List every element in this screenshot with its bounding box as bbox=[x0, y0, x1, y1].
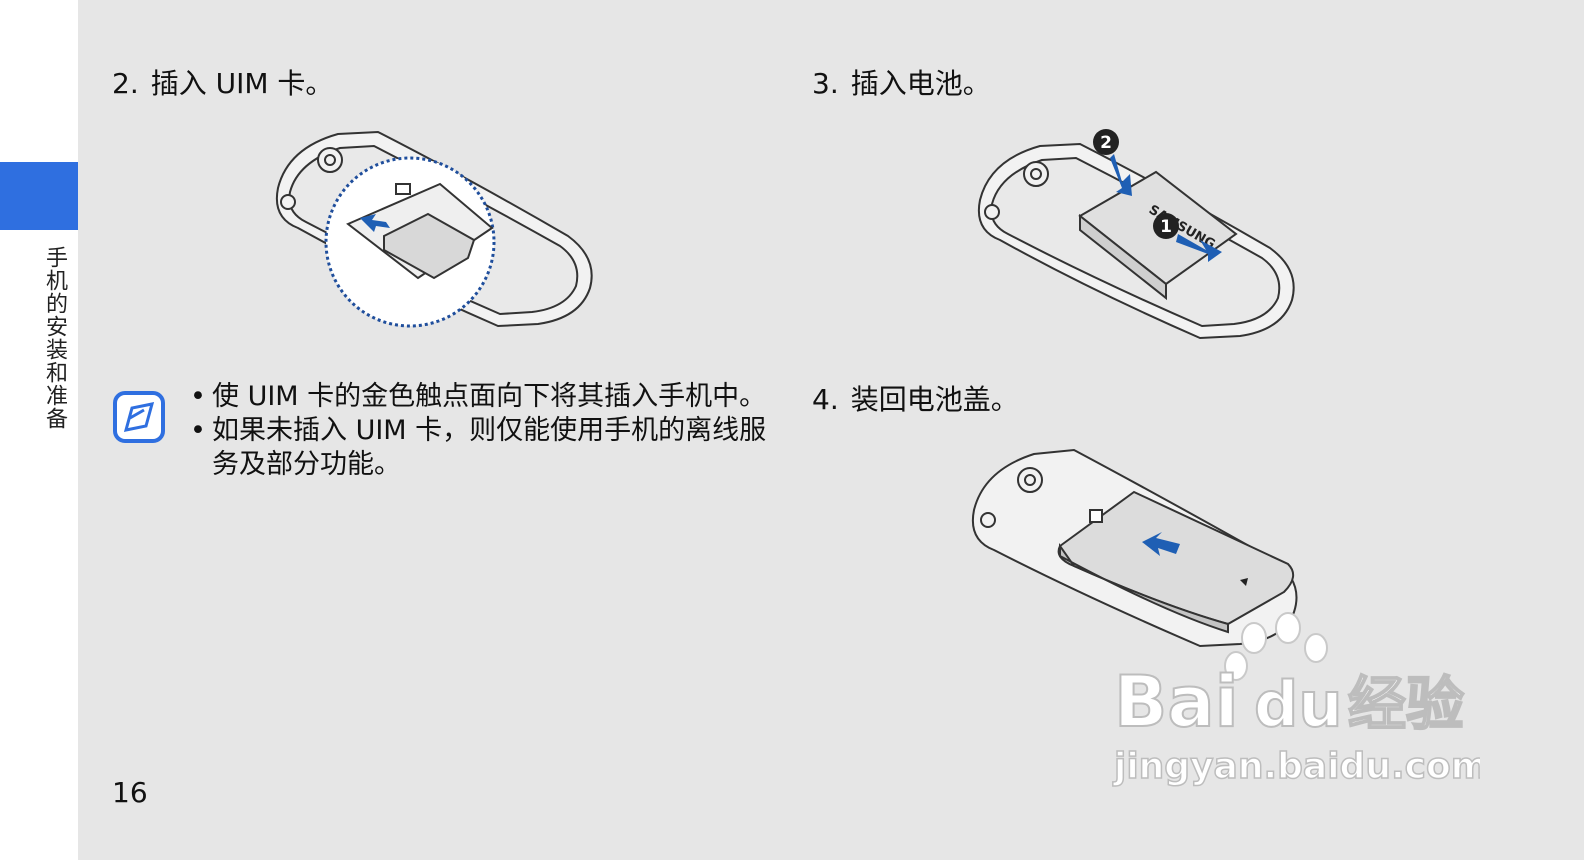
step-4-heading: 4. 装回电池盖。 bbox=[812, 378, 1019, 418]
step-number: 4. bbox=[812, 383, 839, 416]
uim-card-illustration bbox=[276, 130, 593, 328]
step-text: 装回电池盖。 bbox=[850, 383, 1019, 416]
chapter-label: 手机的安装和准备 bbox=[42, 246, 67, 430]
watermark-url: jingyan.baidu.com bbox=[1112, 746, 1480, 787]
note-item: 如果未插入 UIM 卡，则仅能使用手机的离线服务及部分功能。 bbox=[190, 414, 770, 482]
watermark-brand: Bai bbox=[1114, 661, 1239, 743]
step-number: 3. bbox=[812, 67, 839, 100]
step-number: 2. bbox=[112, 67, 139, 100]
step-3-heading: 3. 插入电池。 bbox=[812, 62, 991, 102]
battery-cover-illustration bbox=[972, 448, 1298, 648]
watermark-cn: 经验 bbox=[1348, 670, 1464, 738]
step-2-heading: 2. 插入 UIM 卡。 bbox=[112, 62, 333, 102]
chapter-tab bbox=[0, 162, 78, 230]
watermark-brand2: du bbox=[1254, 668, 1343, 741]
note-list: 使 UIM 卡的金色触点面向下将其插入手机中。 如果未插入 UIM 卡，则仅能使… bbox=[190, 380, 770, 482]
marker-1: 1 bbox=[1160, 217, 1172, 237]
step-text: 插入 UIM 卡。 bbox=[150, 67, 334, 100]
battery-insert-illustration: SAMSUNG 2 1 bbox=[978, 129, 1295, 340]
note-pencil-icon bbox=[113, 391, 165, 443]
page-number: 16 bbox=[112, 776, 148, 809]
baidu-watermark: Bai du 经验 jingyan.baidu.com bbox=[1111, 612, 1480, 788]
step-text: 插入电池。 bbox=[850, 67, 991, 100]
sidebar: 手机的安装和准备 bbox=[0, 0, 78, 860]
note-item: 使 UIM 卡的金色触点面向下将其插入手机中。 bbox=[190, 380, 770, 414]
marker-2: 2 bbox=[1100, 133, 1112, 153]
